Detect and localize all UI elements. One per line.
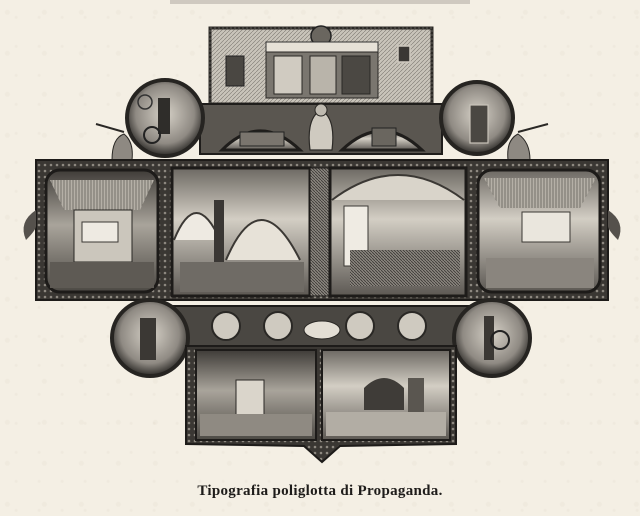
top-building-panel (208, 25, 434, 106)
roundel-top-right (439, 80, 515, 156)
frieze-band (169, 305, 471, 347)
engraving-illustration (23, 0, 621, 464)
top-text-fragment (170, 0, 470, 4)
trumpet-figure-right (507, 123, 549, 161)
upper-lunette-band (199, 103, 443, 155)
roundel-top-left (125, 78, 205, 158)
trumpet-figure-left (95, 123, 133, 161)
roundel-bottom-right (452, 298, 532, 378)
image-caption: Tipografia poliglotta di Propaganda. (197, 483, 443, 499)
roundel-bottom-left (110, 298, 190, 378)
bottom-row-frame (185, 345, 457, 464)
middle-row-frame (23, 159, 621, 301)
